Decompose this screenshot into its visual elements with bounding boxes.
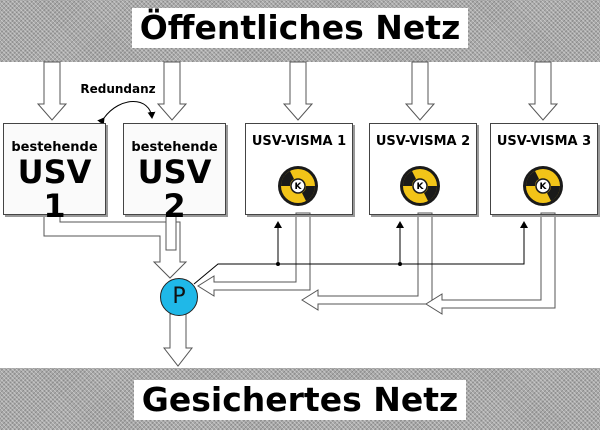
visma-3-label: USV-VISMA 3	[496, 134, 592, 149]
feed-arrow-visma1	[282, 61, 314, 121]
output-arrow-visma2	[301, 212, 433, 311]
feed-arrow-visma3	[527, 61, 559, 121]
output-arrow-secured	[162, 313, 194, 367]
redundancy-arrow	[97, 101, 156, 126]
feed-arrow-usv2	[156, 61, 188, 121]
control-line-visma1	[193, 221, 528, 285]
public-grid-title: Öffentliches Netz	[0, 8, 600, 48]
visma-1-label: USV-VISMA 1	[251, 134, 347, 149]
usv-visma-3: USV-VISMA 3	[490, 123, 598, 215]
existing-usv-2: bestehende USV 2	[123, 123, 226, 223]
output-arrow-visma1	[197, 212, 311, 297]
output-arrow-usv1	[43, 212, 188, 279]
existing-usv-1: bestehende USV 1	[3, 123, 106, 223]
usv-visma-2: USV-VISMA 2	[369, 123, 477, 215]
feed-arrow-usv1	[36, 61, 68, 121]
secured-grid-title: Gesichertes Netz	[0, 380, 600, 420]
secured-grid-bar	[0, 368, 600, 430]
output-arrow-visma3	[425, 212, 556, 315]
feed-arrow-visma2	[404, 61, 436, 121]
usv-2-caption: bestehende	[131, 140, 218, 155]
usv-1-title: USV 1	[17, 153, 92, 225]
redundancy-label: Redundanz	[80, 82, 156, 96]
parallel-coupling-node: P	[160, 278, 198, 316]
usv-visma-1: USV-VISMA 1	[245, 123, 353, 215]
visma-2-label: USV-VISMA 2	[375, 134, 471, 149]
usv-1-caption: bestehende	[11, 140, 98, 155]
usv-2-title: USV 2	[137, 153, 212, 225]
